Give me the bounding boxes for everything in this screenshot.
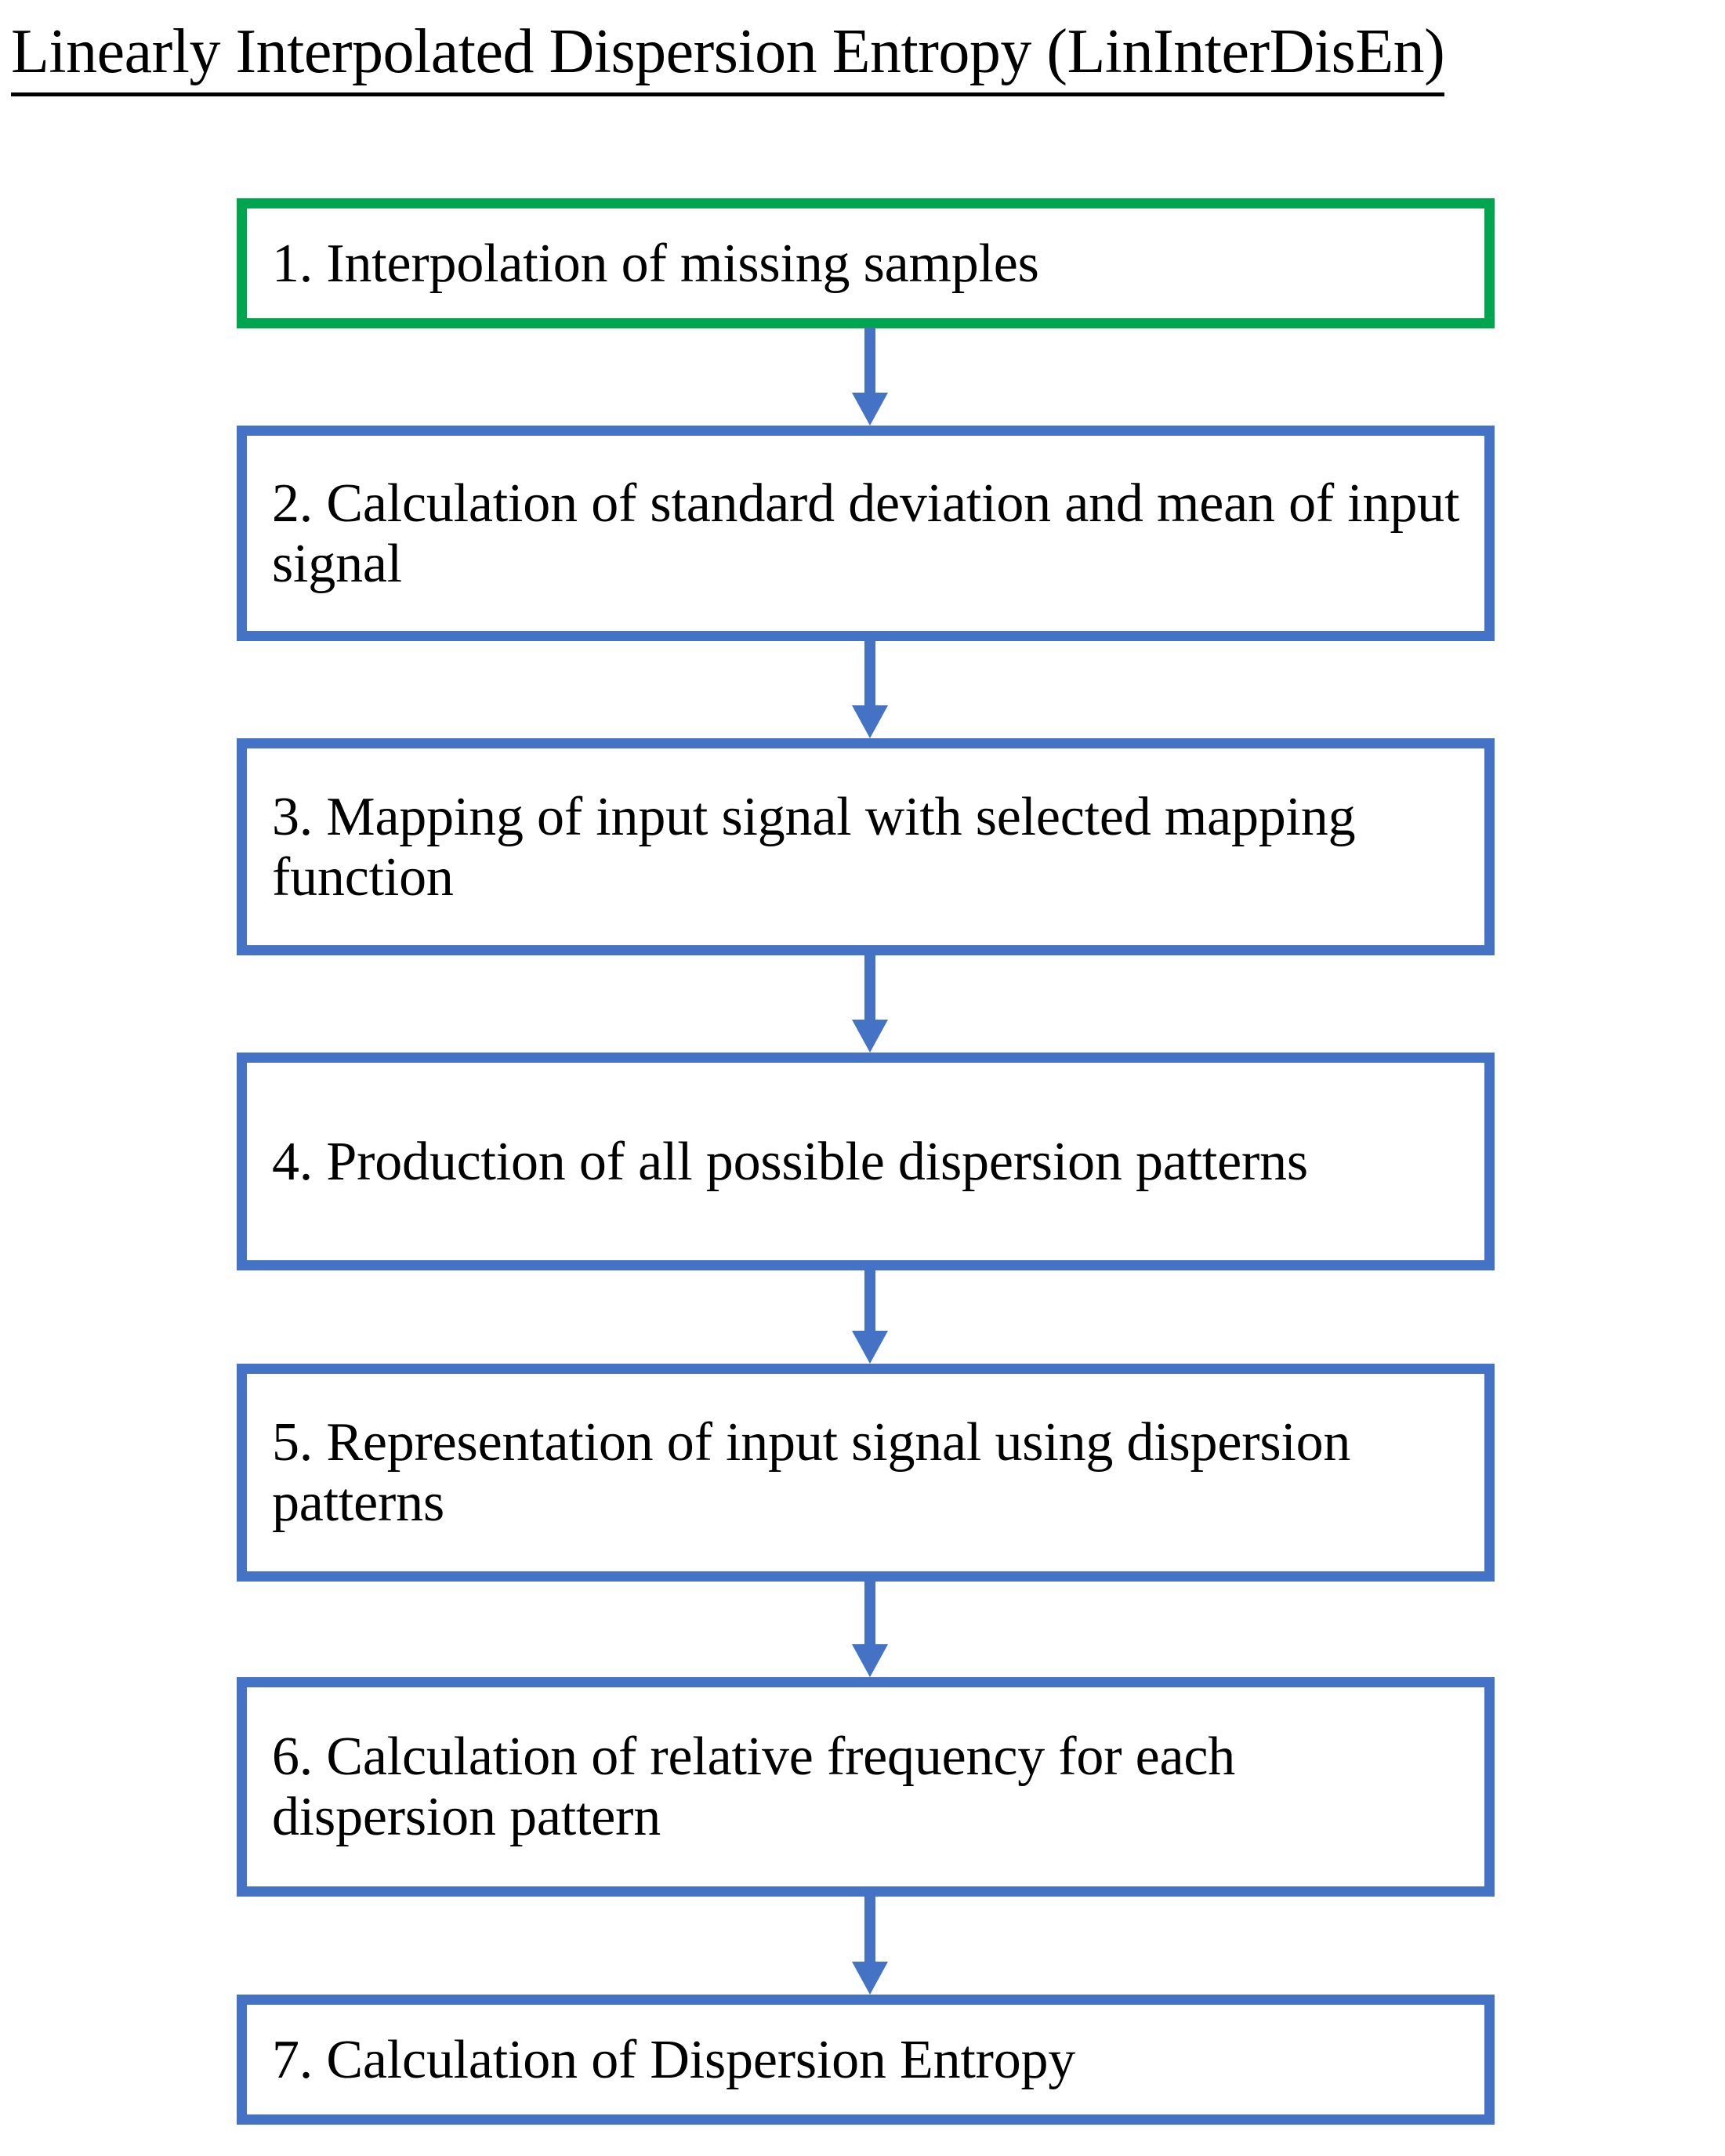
arrow-head <box>852 1331 888 1364</box>
flow-step-4-label: 4. Production of all possible dispersion… <box>272 1131 1308 1192</box>
flow-step-7-label: 7. Calculation of Dispersion Entropy <box>272 2029 1076 2090</box>
flow-step-6[interactable]: 6. Calculation of relative frequency for… <box>237 1677 1495 1897</box>
arrow-head <box>852 705 888 738</box>
arrow-head <box>852 1020 888 1053</box>
arrow-stem <box>864 328 875 393</box>
arrow-down-icon-3-4 <box>852 955 888 1053</box>
arrow-stem <box>864 1897 875 1962</box>
flow-step-2[interactable]: 2. Calculation of standard deviation and… <box>237 426 1495 641</box>
page-title: Linearly Interpolated Dispersion Entropy… <box>11 13 1720 96</box>
arrow-head <box>852 393 888 426</box>
arrow-stem <box>864 1270 875 1331</box>
arrow-stem <box>864 955 875 1020</box>
arrow-down-icon-6-7 <box>852 1897 888 1995</box>
flow-step-3-label: 3. Mapping of input signal with selected… <box>272 786 1356 908</box>
flow-step-5[interactable]: 5. Representation of input signal using … <box>237 1364 1495 1582</box>
arrow-down-icon-4-5 <box>852 1270 888 1364</box>
arrow-down-icon-1-2 <box>852 328 888 426</box>
flow-step-5-label: 5. Representation of input signal using … <box>272 1412 1351 1533</box>
flow-step-6-label: 6. Calculation of relative frequency for… <box>272 1727 1236 1847</box>
arrow-stem <box>864 641 875 705</box>
flow-step-1-label: 1. Interpolation of missing samples <box>272 233 1039 294</box>
arrow-head <box>852 1644 888 1677</box>
flow-step-2-label: 2. Calculation of standard deviation and… <box>272 473 1460 594</box>
flow-step-1[interactable]: 1. Interpolation of missing samples <box>237 198 1495 328</box>
arrow-stem <box>864 1582 875 1644</box>
arrow-down-icon-2-3 <box>852 641 888 738</box>
arrow-down-icon-5-6 <box>852 1582 888 1677</box>
arrow-head <box>852 1962 888 1995</box>
flow-step-4[interactable]: 4. Production of all possible dispersion… <box>237 1053 1495 1270</box>
page-title-text: Linearly Interpolated Dispersion Entropy… <box>11 13 1445 96</box>
flow-step-7[interactable]: 7. Calculation of Dispersion Entropy <box>237 1995 1495 2125</box>
flow-step-3[interactable]: 3. Mapping of input signal with selected… <box>237 738 1495 955</box>
